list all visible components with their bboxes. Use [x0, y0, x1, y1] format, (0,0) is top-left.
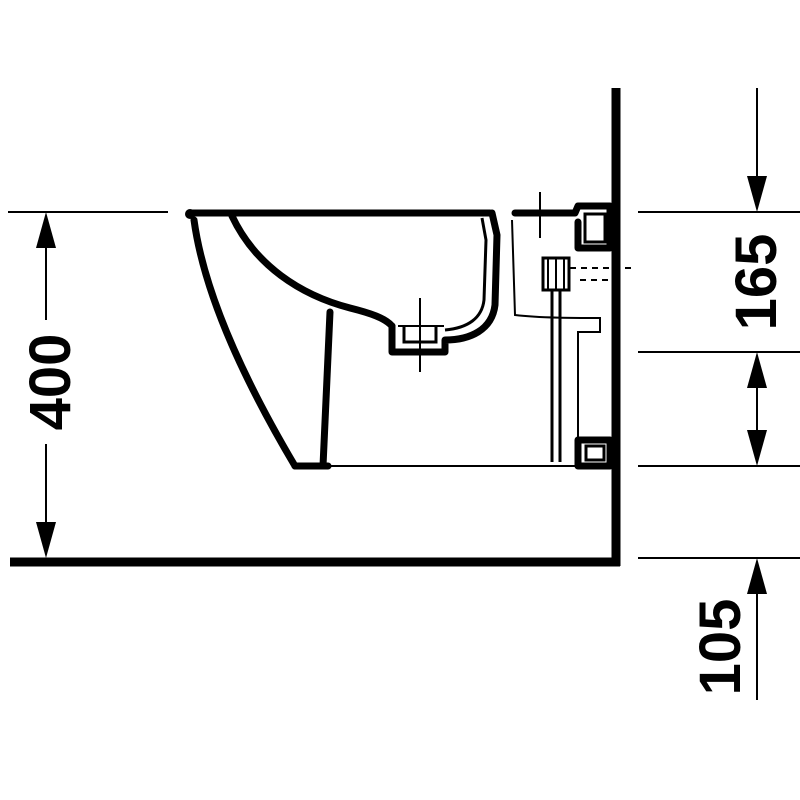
bowl-outer-contour — [190, 216, 299, 470]
rim-front-edge — [185, 209, 195, 219]
wall-and-floor — [10, 88, 621, 567]
arrow-105-up — [747, 558, 767, 594]
arrow-165-down-lower — [747, 430, 767, 466]
tap-centre-mark — [522, 192, 558, 238]
centre-marks — [398, 192, 558, 372]
bottom-connector-inner — [584, 444, 606, 462]
drain-centre-mark — [398, 298, 444, 372]
drain-outlet — [388, 209, 501, 356]
arrow-400-bottom — [36, 522, 56, 558]
rear-profile — [511, 219, 601, 440]
arrow-165-up — [747, 352, 767, 388]
dimension-label-105: 105 — [688, 599, 753, 696]
arrow-165-down — [747, 176, 767, 212]
back-connector — [511, 202, 614, 252]
supply-valve-threads — [547, 258, 565, 290]
pedestal-front — [319, 308, 334, 470]
connection-dashed — [570, 267, 632, 281]
dimension-165: 165 — [638, 88, 800, 467]
dimension-105: 105 — [638, 557, 800, 700]
arrow-400-top — [36, 212, 56, 248]
bidet-body — [185, 202, 632, 470]
dimension-400: 400 — [8, 211, 168, 558]
connector-inner — [583, 212, 607, 244]
bottom-connector — [574, 436, 614, 470]
dimension-label-400: 400 — [18, 334, 83, 431]
dimension-label-165: 165 — [724, 234, 789, 331]
trap-inner-wall — [444, 217, 488, 332]
bowl-inner-contour — [228, 212, 396, 330]
